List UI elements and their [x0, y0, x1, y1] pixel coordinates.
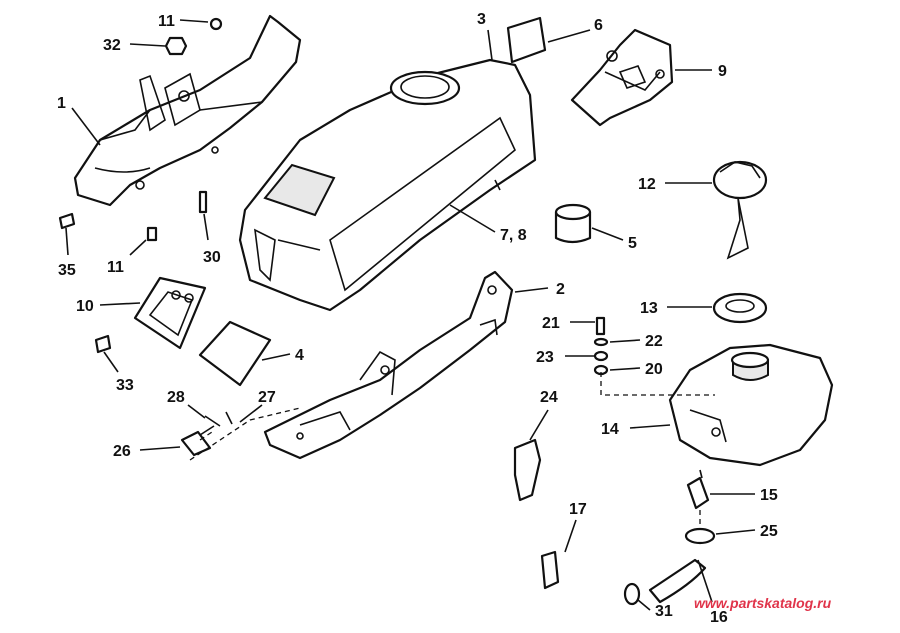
- part-12-fuel-cap: [712, 160, 768, 260]
- part-27-pin: [225, 411, 233, 425]
- part-4-gasket: [198, 320, 272, 387]
- part-21-screw: [595, 316, 606, 336]
- part-26-fitting: [180, 425, 215, 457]
- part-2-lower-bracket: [263, 270, 514, 460]
- callout-22: 22: [645, 333, 663, 350]
- callout-16: 16: [710, 609, 728, 626]
- callout-10: 10: [76, 298, 94, 315]
- part-9-hinge-bracket: [570, 28, 674, 127]
- callout-14: 14: [601, 421, 619, 438]
- callout-21: 21: [542, 315, 560, 332]
- part-25-clamp: [684, 527, 716, 545]
- callout-5: 5: [628, 235, 637, 252]
- callout-11-left: 11: [107, 259, 124, 276]
- callout-4: 4: [295, 347, 304, 364]
- assembly-dash-lines: [189, 372, 715, 530]
- callout-28: 28: [167, 389, 185, 406]
- callout-25: 25: [760, 523, 778, 540]
- part-33-screw: [94, 334, 112, 354]
- callout-27: 27: [258, 389, 276, 406]
- callout-9: 9: [718, 63, 727, 80]
- part-14-fuel-tank: [668, 343, 834, 467]
- part-31-spring-clip: [623, 582, 641, 606]
- callout-24: 24: [540, 389, 558, 406]
- part-10-frame: [133, 276, 207, 350]
- part-11-screw-top: [209, 17, 223, 31]
- callout-32: 32: [103, 37, 121, 54]
- part-1-rear-bracket: [73, 14, 302, 207]
- part-3-engine-cover: [238, 58, 537, 312]
- callout-7-8: 7, 8: [500, 227, 527, 244]
- callout-33: 33: [116, 377, 134, 394]
- part-23-washer: [593, 350, 609, 362]
- part-28-pin: [204, 415, 221, 427]
- part-24-clip: [513, 438, 542, 502]
- callout-labels: 1 2 3 4 5 6 7, 8 9 10 11 11 12 13 14 15 …: [57, 11, 778, 626]
- hardware-parts: [58, 17, 609, 376]
- part-22-washer: [593, 337, 609, 347]
- callout-26: 26: [113, 443, 131, 460]
- callout-23: 23: [536, 349, 554, 366]
- part-5-cylinder: [554, 203, 592, 244]
- callout-31: 31: [655, 603, 673, 620]
- part-13-gasket-ring: [712, 292, 768, 324]
- part-16-hose: [648, 558, 707, 604]
- callout-17: 17: [569, 501, 587, 518]
- part-6-plate: [506, 16, 547, 64]
- part-17-link: [540, 550, 560, 590]
- callout-6: 6: [594, 17, 603, 34]
- callout-15: 15: [760, 487, 778, 504]
- part-30-bolt: [198, 190, 208, 214]
- watermark-text[interactable]: www.partskatalog.ru: [694, 595, 832, 611]
- leader-lines: [65, 19, 756, 611]
- callout-2: 2: [556, 281, 565, 298]
- callout-20: 20: [645, 361, 663, 378]
- callout-13: 13: [640, 300, 658, 317]
- callout-1: 1: [57, 95, 66, 112]
- callout-35: 35: [58, 262, 76, 279]
- part-35-screw: [58, 212, 76, 230]
- part-15-fuel-fitting: [686, 469, 710, 510]
- part-11-screw-left: [146, 226, 158, 242]
- callout-3: 3: [477, 11, 486, 28]
- callout-12: 12: [638, 176, 656, 193]
- callout-30: 30: [203, 249, 221, 266]
- part-32-nut: [164, 36, 188, 56]
- callout-11-top: 11: [158, 13, 175, 30]
